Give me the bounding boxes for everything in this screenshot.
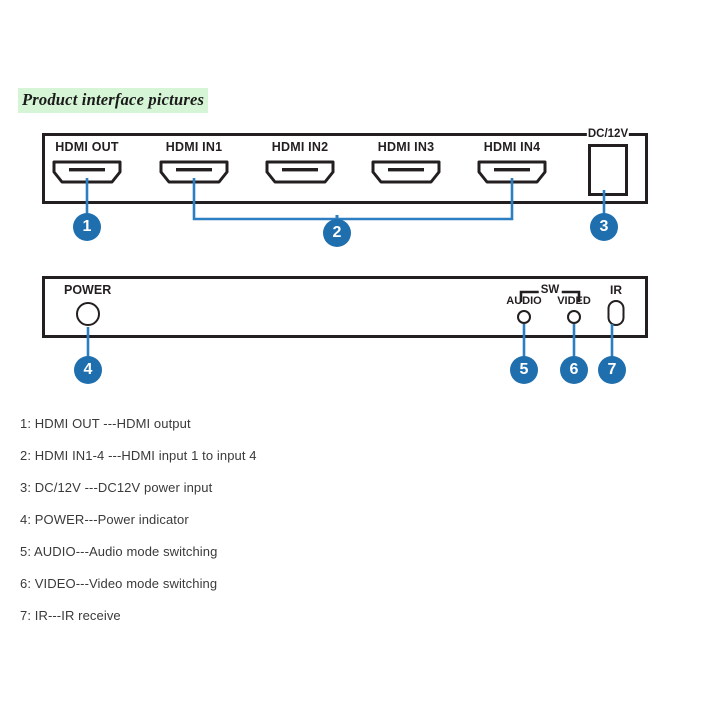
callout-3[interactable]: 3 bbox=[590, 213, 618, 241]
legend-item: 5: AUDIO---Audio mode switching bbox=[20, 544, 218, 559]
sw-bracket: SW bbox=[519, 284, 581, 304]
port-label: HDMI OUT bbox=[55, 140, 119, 154]
port-hdmi-in3[interactable]: HDMI IN3 bbox=[361, 140, 451, 188]
legend-item: 7: IR---IR receive bbox=[20, 608, 121, 623]
callout-number: 6 bbox=[569, 361, 579, 378]
power-indicator: POWER bbox=[62, 283, 132, 333]
page-title: Product interface pictures bbox=[18, 88, 209, 113]
dc-jack-label: DC/12V bbox=[586, 128, 630, 140]
callout-4[interactable]: 4 bbox=[74, 356, 102, 384]
port-label: HDMI IN3 bbox=[377, 140, 435, 154]
callout-number: 5 bbox=[519, 361, 529, 378]
callout-6[interactable]: 6 bbox=[560, 356, 588, 384]
hdmi-port-icon bbox=[370, 159, 442, 185]
port-label: HDMI IN4 bbox=[483, 140, 541, 154]
legend-item: 6: VIDEO---Video mode switching bbox=[20, 576, 218, 591]
audio-button-icon bbox=[517, 310, 531, 324]
port-hdmi-in4[interactable]: HDMI IN4 bbox=[467, 140, 557, 188]
callout-2[interactable]: 2 bbox=[323, 219, 351, 247]
hdmi-port-icon bbox=[158, 159, 230, 185]
callout-number: 7 bbox=[607, 361, 617, 378]
hdmi-port-icon bbox=[264, 159, 336, 185]
power-led-icon bbox=[76, 302, 100, 326]
legend-item: 2: HDMI IN1-4 ---HDMI input 1 to input 4 bbox=[20, 448, 257, 463]
callout-number: 4 bbox=[83, 361, 93, 378]
legend-list: 1: HDMI OUT ---HDMI output 2: HDMI IN1-4… bbox=[20, 408, 680, 632]
legend-item: 3: DC/12V ---DC12V power input bbox=[20, 480, 213, 495]
ir-receiver: IR bbox=[596, 283, 636, 335]
audio-label: AUDIO bbox=[506, 295, 542, 307]
legend-item: 4: POWER---Power indicator bbox=[20, 512, 189, 527]
sw-label: SW bbox=[538, 284, 562, 296]
dc-power-jack-icon bbox=[588, 144, 628, 196]
port-label: HDMI IN2 bbox=[271, 140, 329, 154]
callout-number: 2 bbox=[332, 224, 342, 241]
callout-number: 1 bbox=[82, 218, 92, 235]
callout-5[interactable]: 5 bbox=[510, 356, 538, 384]
hdmi-port-icon bbox=[476, 159, 548, 185]
port-hdmi-out[interactable]: HDMI OUT bbox=[42, 140, 132, 188]
ir-label: IR bbox=[610, 283, 622, 297]
port-label: HDMI IN1 bbox=[165, 140, 223, 154]
hdmi-port-icon bbox=[51, 159, 123, 185]
dc-power-jack[interactable]: DC/12V bbox=[580, 128, 636, 204]
rear-panel bbox=[42, 133, 648, 204]
video-button-icon bbox=[567, 310, 581, 324]
video-label: VIDED bbox=[557, 295, 591, 307]
callout-7[interactable]: 7 bbox=[598, 356, 626, 384]
audio-button[interactable]: AUDIO bbox=[498, 283, 550, 335]
port-hdmi-in1[interactable]: HDMI IN1 bbox=[149, 140, 239, 188]
port-hdmi-in2[interactable]: HDMI IN2 bbox=[255, 140, 345, 188]
video-button[interactable]: VIDED bbox=[548, 283, 600, 335]
callout-number: 3 bbox=[599, 218, 609, 235]
power-label: POWER bbox=[64, 283, 112, 297]
ir-receiver-icon bbox=[607, 300, 625, 326]
legend-item: 1: HDMI OUT ---HDMI output bbox=[20, 416, 191, 431]
callout-1[interactable]: 1 bbox=[73, 213, 101, 241]
